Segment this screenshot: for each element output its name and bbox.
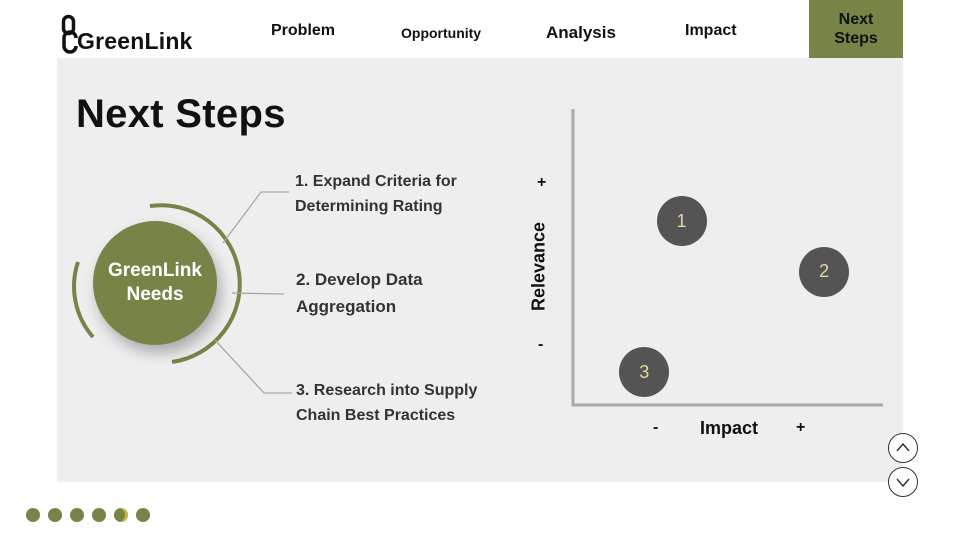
step-3: 3. Research into Supply Chain Best Pract… — [296, 378, 477, 428]
nav-item-impact[interactable]: Impact — [685, 22, 737, 39]
x-minus-label: - — [653, 419, 659, 436]
hub-circle: GreenLink Needs — [93, 221, 217, 345]
prev-slide-button[interactable] — [888, 433, 918, 463]
connector-step-3 — [214, 339, 292, 394]
matrix-point-2: 2 — [799, 246, 850, 297]
step-3-line1: 3. Research into Supply — [296, 382, 478, 399]
x-axis-label: Impact — [700, 418, 759, 438]
nav-item-analysis[interactable]: Analysis — [546, 23, 616, 42]
page-dot-1[interactable] — [26, 508, 40, 522]
page-dot-6[interactable] — [136, 508, 150, 522]
nav-item-problem[interactable]: Problem — [271, 22, 336, 39]
chain-link-icon — [61, 14, 78, 54]
step-1-line1: 1. Expand Criteria for — [295, 173, 457, 190]
page-dot-3[interactable] — [70, 508, 84, 522]
slide-title: Next Steps — [76, 92, 286, 136]
connector-step-2 — [231, 292, 285, 295]
matrix-point-3: 3 — [619, 347, 670, 398]
step-2-line2: Aggregation — [296, 297, 397, 316]
x-plus-label: + — [796, 419, 806, 436]
nav-item-next-steps[interactable]: Next Steps — [809, 0, 903, 58]
hub-ring-left — [72, 261, 95, 339]
y-plus-label: + — [537, 174, 547, 191]
page-dot-2[interactable] — [48, 508, 62, 522]
step-1-line2: Determining Rating — [295, 198, 443, 215]
page-dot-4[interactable] — [92, 508, 106, 522]
step-3-line2: Chain Best Practices — [296, 407, 456, 424]
connector-step-1 — [222, 191, 289, 244]
hub-line1: GreenLink — [108, 260, 202, 281]
hub-ring-right — [149, 203, 242, 364]
step-1: 1. Expand Criteria for Determining Ratin… — [295, 169, 457, 219]
next-slide-button[interactable] — [888, 467, 918, 497]
y-axis-label: Relevance — [528, 221, 549, 312]
logo-text: GreenLink — [77, 28, 193, 54]
chevron-up-icon — [896, 442, 910, 452]
step-2: 2. Develop Data Aggregation — [296, 266, 423, 320]
page-dot-5[interactable] — [114, 508, 128, 522]
nav-item-opportunity[interactable]: Opportunity — [401, 25, 482, 41]
nav-active-line1: Next — [838, 11, 874, 28]
y-minus-label: - — [538, 336, 544, 353]
logo: GreenLink — [60, 14, 193, 54]
nav-active-line2: Steps — [834, 30, 878, 47]
step-2-line1: 2. Develop Data — [296, 270, 423, 289]
chevron-down-icon — [896, 478, 910, 488]
matrix-point-1: 1 — [656, 196, 707, 247]
hub-line2: Needs — [126, 284, 184, 305]
